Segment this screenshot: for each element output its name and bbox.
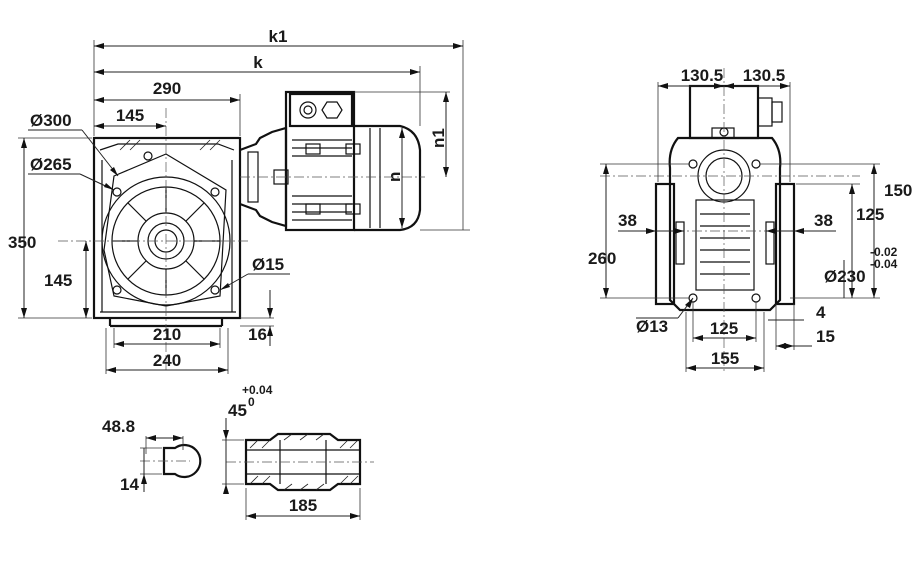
electric-motor <box>239 90 425 232</box>
side-view-dimensions: k1 k 290 145 Ø300 <box>8 27 470 374</box>
dim-dia265: Ø265 <box>30 155 72 174</box>
dim-290: 290 <box>153 79 181 98</box>
dim-dia15: Ø15 <box>252 255 284 274</box>
dim-4: 4 <box>816 303 826 322</box>
dim-45: 45 <box>228 401 247 420</box>
tol-zero: 0 <box>248 395 255 409</box>
dim-130-5-left: 130.5 <box>681 66 724 85</box>
dim-14: 14 <box>120 475 139 494</box>
dim-n: n <box>385 172 404 182</box>
dim-n1: n1 <box>429 128 448 148</box>
dim-150: 150 <box>884 181 912 200</box>
dim-125-right: 125 <box>856 205 884 224</box>
front-view: 130.5 130.5 150 125 -0.02 -0.04 Ø230 <box>588 66 912 374</box>
tol-lower: -0.04 <box>870 257 898 271</box>
dim-155: 155 <box>711 349 739 368</box>
hollow-shaft-view: 45 +0.04 0 185 <box>222 383 374 520</box>
dim-240: 240 <box>153 351 181 370</box>
shaft-detail: 48.8 14 <box>102 383 374 520</box>
front-view-dimensions: 130.5 130.5 150 125 -0.02 -0.04 Ø230 <box>588 66 912 372</box>
side-view: k1 k 290 145 Ø300 <box>8 27 470 374</box>
dim-130-5-right: 130.5 <box>743 66 786 85</box>
dim-k: k <box>253 53 263 72</box>
dim-dia13: Ø13 <box>636 317 668 336</box>
dim-16: 16 <box>248 325 267 344</box>
dim-dia230: Ø230 <box>824 267 866 286</box>
dim-260: 260 <box>588 249 616 268</box>
dim-145-top: 145 <box>116 106 144 125</box>
dim-k1: k1 <box>269 27 288 46</box>
dim-210: 210 <box>153 325 181 344</box>
tol-upper: -0.02 <box>870 245 898 259</box>
front-view-body <box>600 68 860 374</box>
dim-dia300: Ø300 <box>30 111 72 130</box>
dim-185: 185 <box>289 496 317 515</box>
dim-145-left: 145 <box>44 271 72 290</box>
tol-plus: +0.04 <box>242 383 273 397</box>
gearbox-housing <box>58 108 250 372</box>
dim-15: 15 <box>816 327 835 346</box>
shaft-key-section: 48.8 14 <box>102 417 202 494</box>
dim-350: 350 <box>8 233 36 252</box>
dim-125-bottom: 125 <box>710 319 738 338</box>
dim-38-left: 38 <box>618 211 637 230</box>
dim-48-8: 48.8 <box>102 417 135 436</box>
dim-38-right: 38 <box>814 211 833 230</box>
